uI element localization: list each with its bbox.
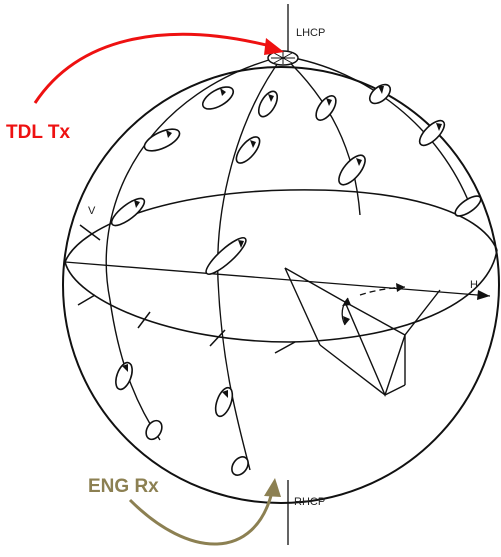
- polarization-ellipse: [338, 154, 366, 186]
- wedge-edge: [319, 344, 386, 396]
- wedge-edge: [344, 301, 406, 336]
- polarization-ellipse: [231, 456, 249, 476]
- polarization-ellipses: [110, 83, 482, 476]
- south-pole-label: RHCP: [294, 496, 325, 508]
- h-axis-arrowhead: [477, 290, 490, 300]
- wedge-edge: [384, 384, 406, 396]
- h-axis-line: [64, 261, 491, 297]
- eng-rx-arrowhead: [264, 478, 281, 497]
- polarization-ellipse: [201, 86, 235, 110]
- polarization-ellipse: [145, 419, 163, 441]
- polarization-ellipse: [205, 237, 247, 275]
- eng-rx-label: ENG Rx: [88, 476, 159, 497]
- arrow-tip: [342, 298, 351, 306]
- v-axis-label: V: [88, 205, 96, 217]
- wedge-edge: [284, 267, 321, 346]
- tick-mark: [77, 294, 96, 306]
- equator-front: [64, 249, 498, 343]
- north-pole-label: LHCP: [296, 27, 325, 39]
- tick-mark: [209, 329, 226, 347]
- sphere-outline: [62, 66, 500, 504]
- polarization-ellipse: [418, 119, 446, 147]
- polarization-ellipse: [454, 195, 482, 217]
- tdl-tx-label: TDL Tx: [6, 122, 70, 143]
- equator-back: [64, 189, 498, 263]
- eng-rx-arrow: [128, 491, 274, 546]
- meridian-left: [105, 55, 284, 441]
- projection-wedge: [284, 267, 441, 397]
- arrow-tip: [396, 283, 405, 292]
- arrow-tip: [343, 316, 350, 325]
- meridian-right: [282, 55, 471, 206]
- polarization-ellipse: [214, 386, 234, 418]
- rotation-arrows: [122, 86, 442, 398]
- polarization-ellipse: [315, 95, 337, 121]
- polarization-ellipse: [143, 128, 181, 152]
- tick-mark: [79, 224, 101, 241]
- tick-mark: [274, 341, 296, 354]
- tdl-tx-arrowhead: [264, 38, 284, 55]
- h-axis-label: H: [470, 279, 478, 291]
- tick-mark: [137, 311, 151, 329]
- polarization-ellipse: [235, 136, 261, 164]
- tdl-tx-arrow: [33, 32, 275, 104]
- polarization-ellipse: [368, 83, 392, 105]
- pole-cross: [273, 52, 293, 64]
- meridian-center-left: [217, 55, 284, 471]
- polarization-ellipse: [115, 361, 133, 391]
- meridian-center-right: [282, 55, 361, 216]
